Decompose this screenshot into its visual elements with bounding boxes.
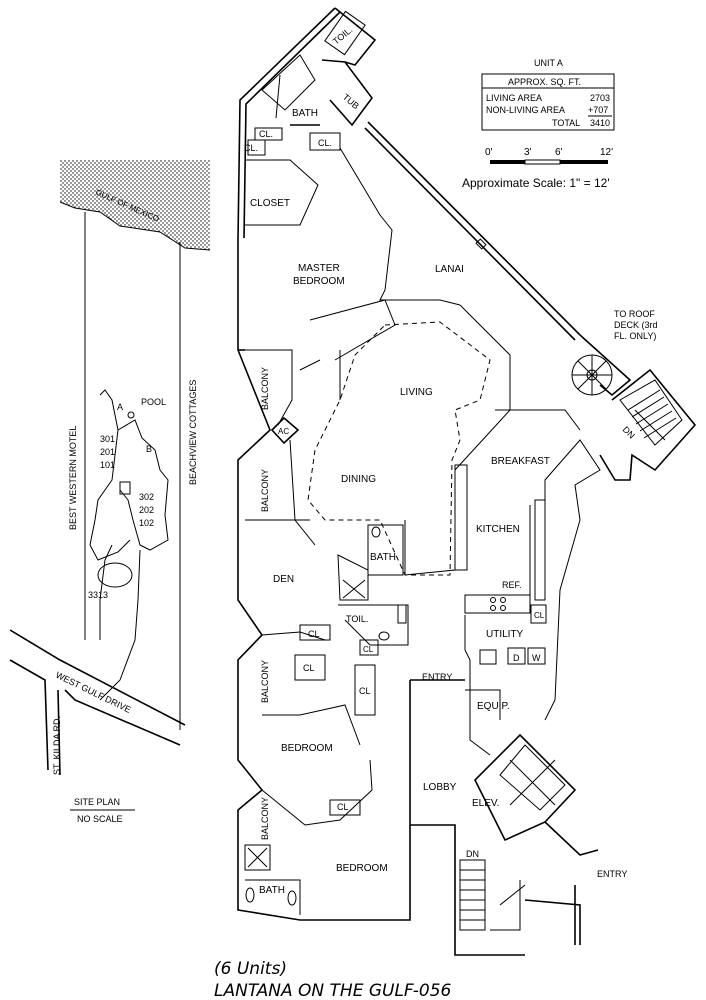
elevator-label: ELEV. — [472, 798, 499, 809]
table-header: APPROX. SQ. FT. — [508, 77, 581, 87]
kitchen-label: KITCHEN — [476, 524, 520, 535]
units-count: (6 Units) — [214, 959, 287, 979]
breakfast-label: BREAKFAST — [491, 456, 550, 467]
site-plan-caption: SITE PLAN — [74, 797, 120, 807]
unit-202: 202 — [139, 505, 154, 515]
unit-301: 301 — [100, 434, 115, 444]
scale-bar: 0' 3' 6' 12' Approximate Scale: 1" = 12' — [462, 147, 613, 190]
gulf-of-mexico-shore — [60, 160, 210, 250]
closet-8-label: CL — [359, 686, 371, 696]
unit-102: 102 — [139, 518, 154, 528]
balcony-2-label: BALCONY — [260, 469, 270, 512]
lobby-label: LOBBY — [423, 782, 457, 793]
scale-tick-3: 3' — [524, 147, 532, 158]
building-a-label: A — [117, 402, 123, 412]
dryer-label: D — [513, 653, 520, 663]
total-value: 3410 — [590, 118, 610, 128]
floor-plan-walls — [237, 7, 697, 956]
footer-caption: (6 Units) LANTANA ON THE GULF-056 — [214, 959, 452, 1000]
best-western-label: BEST WESTERN MOTEL — [68, 426, 78, 530]
site-plan-subcaption: NO SCALE — [77, 814, 123, 824]
unit-101: 101 — [100, 460, 115, 470]
beachview-label: BEACHVIEW COTTAGES — [188, 380, 198, 485]
unit-302: 302 — [139, 492, 154, 502]
property-name: LANTANA ON THE GULF-056 — [214, 981, 452, 1000]
bedroom-label: BEDROOM — [293, 276, 345, 287]
closet-4-label: CL — [534, 611, 545, 620]
closet-label: CLOSET — [250, 198, 290, 209]
scale-tick-0: 0' — [485, 147, 493, 158]
closet-3-label: CL. — [318, 138, 332, 148]
area-table: UNIT A APPROX. SQ. FT. LIVING AREA 2703 … — [481, 58, 615, 131]
entry-1-label: ENTRY — [422, 672, 452, 682]
bedroom-1-label: BEDROOM — [281, 743, 333, 754]
bedroom-2-label: BEDROOM — [336, 863, 388, 874]
roof-2-label: DECK (3rd — [614, 320, 658, 330]
unit-201: 201 — [100, 447, 115, 457]
lanai-label: LANAI — [435, 264, 464, 275]
closet-2-label: CL. — [244, 143, 258, 153]
closet-6-label: CL — [303, 663, 315, 673]
closet-1-label: CL. — [259, 129, 273, 139]
washer-label: W — [532, 653, 541, 663]
address-3313: 3313 — [88, 590, 108, 600]
scale-text: Approximate Scale: 1" = 12' — [462, 176, 610, 190]
bath-top-label: BATH — [292, 108, 318, 119]
equip-label: EQUIP. — [477, 701, 510, 712]
ref-label: REF. — [502, 580, 522, 590]
down-2-label: DN — [621, 424, 637, 440]
living-area-value: 2703 — [590, 93, 610, 103]
balcony-3-label: BALCONY — [260, 660, 270, 703]
bath-low-label: BATH — [259, 885, 285, 896]
entry-2-label: ENTRY — [597, 869, 627, 879]
utility-label: UTILITY — [486, 629, 524, 640]
roof-3-label: FL. ONLY) — [614, 331, 656, 341]
tub-label: TUB — [341, 92, 361, 111]
master-label: MASTER — [298, 263, 340, 274]
balcony-1-label: BALCONY — [260, 367, 270, 410]
closet-5-label: CL — [308, 629, 320, 639]
scale-tick-6: 6' — [555, 147, 563, 158]
closet-7-label: CL — [363, 645, 374, 654]
nonliving-area-label: NON-LIVING AREA — [486, 105, 565, 115]
ac-label: AC — [278, 427, 289, 436]
room-labels: TOIL. TUB BATH CL. CL. CL. CLOSET MASTER… — [244, 25, 658, 896]
scale-tick-12: 12' — [600, 147, 613, 158]
balcony-4-label: BALCONY — [260, 797, 270, 840]
toilet-mid-label: TOIL. — [346, 614, 368, 624]
den-label: DEN — [273, 574, 294, 585]
down-1-label: DN — [466, 849, 479, 859]
closet-9-label: CL — [337, 802, 349, 812]
roof-1-label: TO ROOF — [614, 309, 655, 319]
unit-label: UNIT A — [534, 58, 563, 68]
living-label: LIVING — [400, 387, 433, 398]
living-area-label: LIVING AREA — [486, 93, 542, 103]
bath-mid-label: BATH — [370, 552, 396, 563]
site-plan: GULF OF MEXICO BEST WESTERN MOTEL BEACHV… — [9, 160, 211, 824]
building-b-label: B — [146, 444, 152, 454]
nonliving-area-value: +707 — [588, 105, 608, 115]
dining-label: DINING — [341, 474, 376, 485]
pool-label: POOL — [141, 397, 166, 407]
st-kilda-label: ST. KILDA RD. — [52, 716, 62, 775]
total-label: TOTAL — [552, 118, 580, 128]
